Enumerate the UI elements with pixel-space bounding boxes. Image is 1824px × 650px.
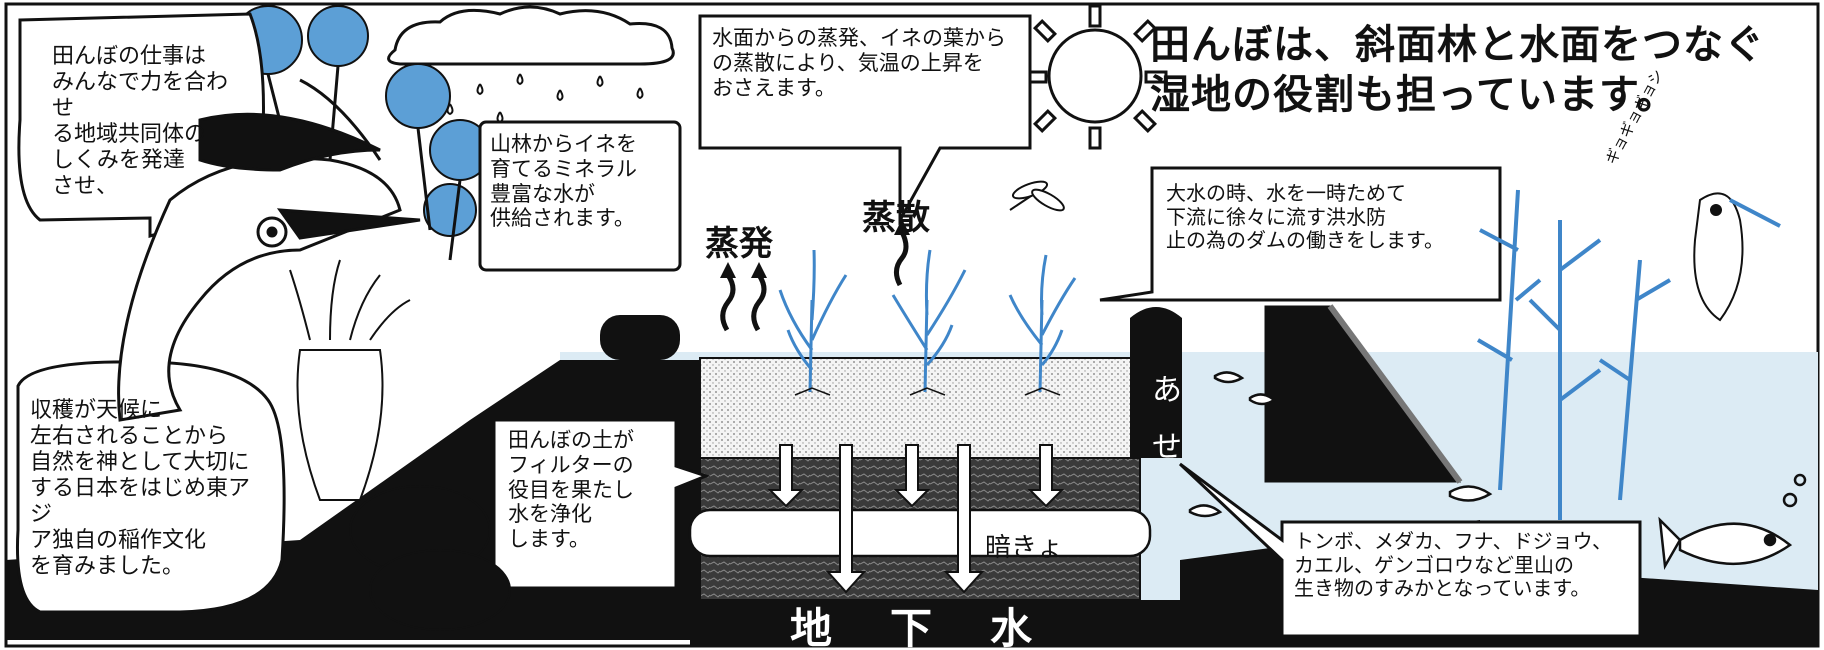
dragonfly-icon [1009, 180, 1065, 212]
cloud-icon [387, 5, 675, 66]
underdrain-pipe [688, 508, 1152, 558]
rain-icon [446, 73, 644, 124]
bubble-flood-control: 大水の時、水を一時ためて 下流に徐々に流す洪水防 止の為のダムの働きをします。 [1166, 181, 1444, 253]
tree-icon [233, 5, 491, 237]
fish-icon [1188, 371, 1807, 570]
rice-sheaf-icon [289, 259, 511, 631]
left-levee [600, 315, 680, 360]
transpiration-label: 蒸散 [862, 198, 930, 238]
evaporation-arrows [720, 230, 909, 332]
reed-icon [1476, 189, 1672, 520]
levee-label: あ せ [1152, 373, 1182, 465]
evaporation-label: 蒸発 [705, 224, 773, 264]
page-headline: 田んぼは、斜面林と水面をつなぐ 湿地の役割も担っています。 [1150, 22, 1765, 118]
levee [1130, 318, 1182, 458]
bubble-community: 田んぼの仕事は みんなで力を合わせ る地域共同体の しくみを発達 させ、 [52, 44, 229, 199]
heron-icon [117, 78, 421, 422]
groundwater-label: 地下水 [790, 604, 1091, 650]
underdrain-label: 暗きょ [985, 533, 1064, 563]
bubble-creatures: トンボ、メダカ、フナ、ドジョウ、 カエル、ゲンゴロウなど里山の 生き物のすみかと… [1294, 529, 1612, 601]
bird-icon [1693, 192, 1781, 322]
infiltration-arrows [767, 444, 1065, 594]
rice-plant-icon [778, 249, 1077, 393]
topsoil-layer [699, 357, 1141, 459]
sun-icon [1024, 4, 1168, 150]
bubble-minerals: 山林からイネを 育てるミネラル 豊富な水が 供給されます。 [490, 132, 637, 231]
bubble-rice-culture: 収穫が天候に 左右されることから 自然を神として大切に する日本をはじめ東アジ … [30, 398, 251, 579]
bubble-soil-filter: 田んぼの土が フィルターの 役目を果たし 水を浄化 します。 [508, 428, 634, 552]
bubble-shapes [16, 12, 1642, 638]
bubble-evaporation-note: 水面からの蒸発、イネの葉から の蒸散により、気温の上昇を おさえます。 [712, 26, 1006, 100]
